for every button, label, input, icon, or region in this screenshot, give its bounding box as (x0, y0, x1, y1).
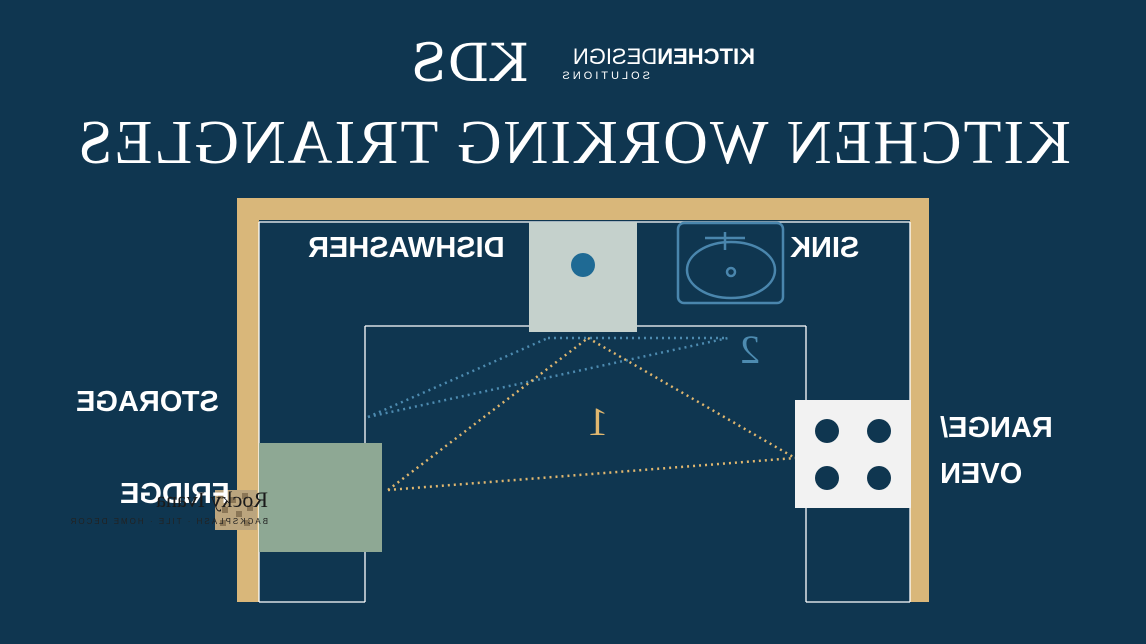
label-range-text: RANGE/ (940, 412, 1053, 444)
dishwasher-dot (571, 253, 595, 277)
label-oven: OVEN (940, 458, 1022, 491)
label-storage-text: STORAGE (76, 386, 219, 418)
label-triangle-2-text: 2 (740, 327, 760, 372)
sink-icon (676, 221, 785, 305)
tile-swatch-pattern (218, 493, 253, 526)
range-burners (815, 419, 891, 490)
triangle-1-lines (387, 336, 796, 492)
watermark-brand: Rocky Ivana BACKSPLASH · TILE · HOME DEC… (38, 487, 268, 532)
label-sink: SINK (790, 232, 859, 265)
label-dishwasher: DISHWASHER (308, 232, 505, 265)
label-sink-text: SINK (790, 232, 860, 264)
fridge-icon (259, 443, 382, 552)
label-oven-text: OVEN (940, 458, 1023, 490)
watermark-name: Rocky Ivana (156, 487, 268, 512)
label-triangle-1: 1 (588, 398, 608, 445)
triangle-2-lines (367, 336, 729, 419)
watermark-sub: BACKSPLASH · TILE · HOME DECOR (68, 517, 268, 526)
range-icon (795, 400, 911, 508)
label-triangle-2: 2 (740, 326, 760, 373)
label-storage: STORAGE (76, 386, 219, 419)
label-dishwasher-text: DISHWASHER (308, 232, 505, 264)
label-range: RANGE/ (940, 412, 1053, 445)
label-triangle-1-text: 1 (588, 399, 608, 444)
